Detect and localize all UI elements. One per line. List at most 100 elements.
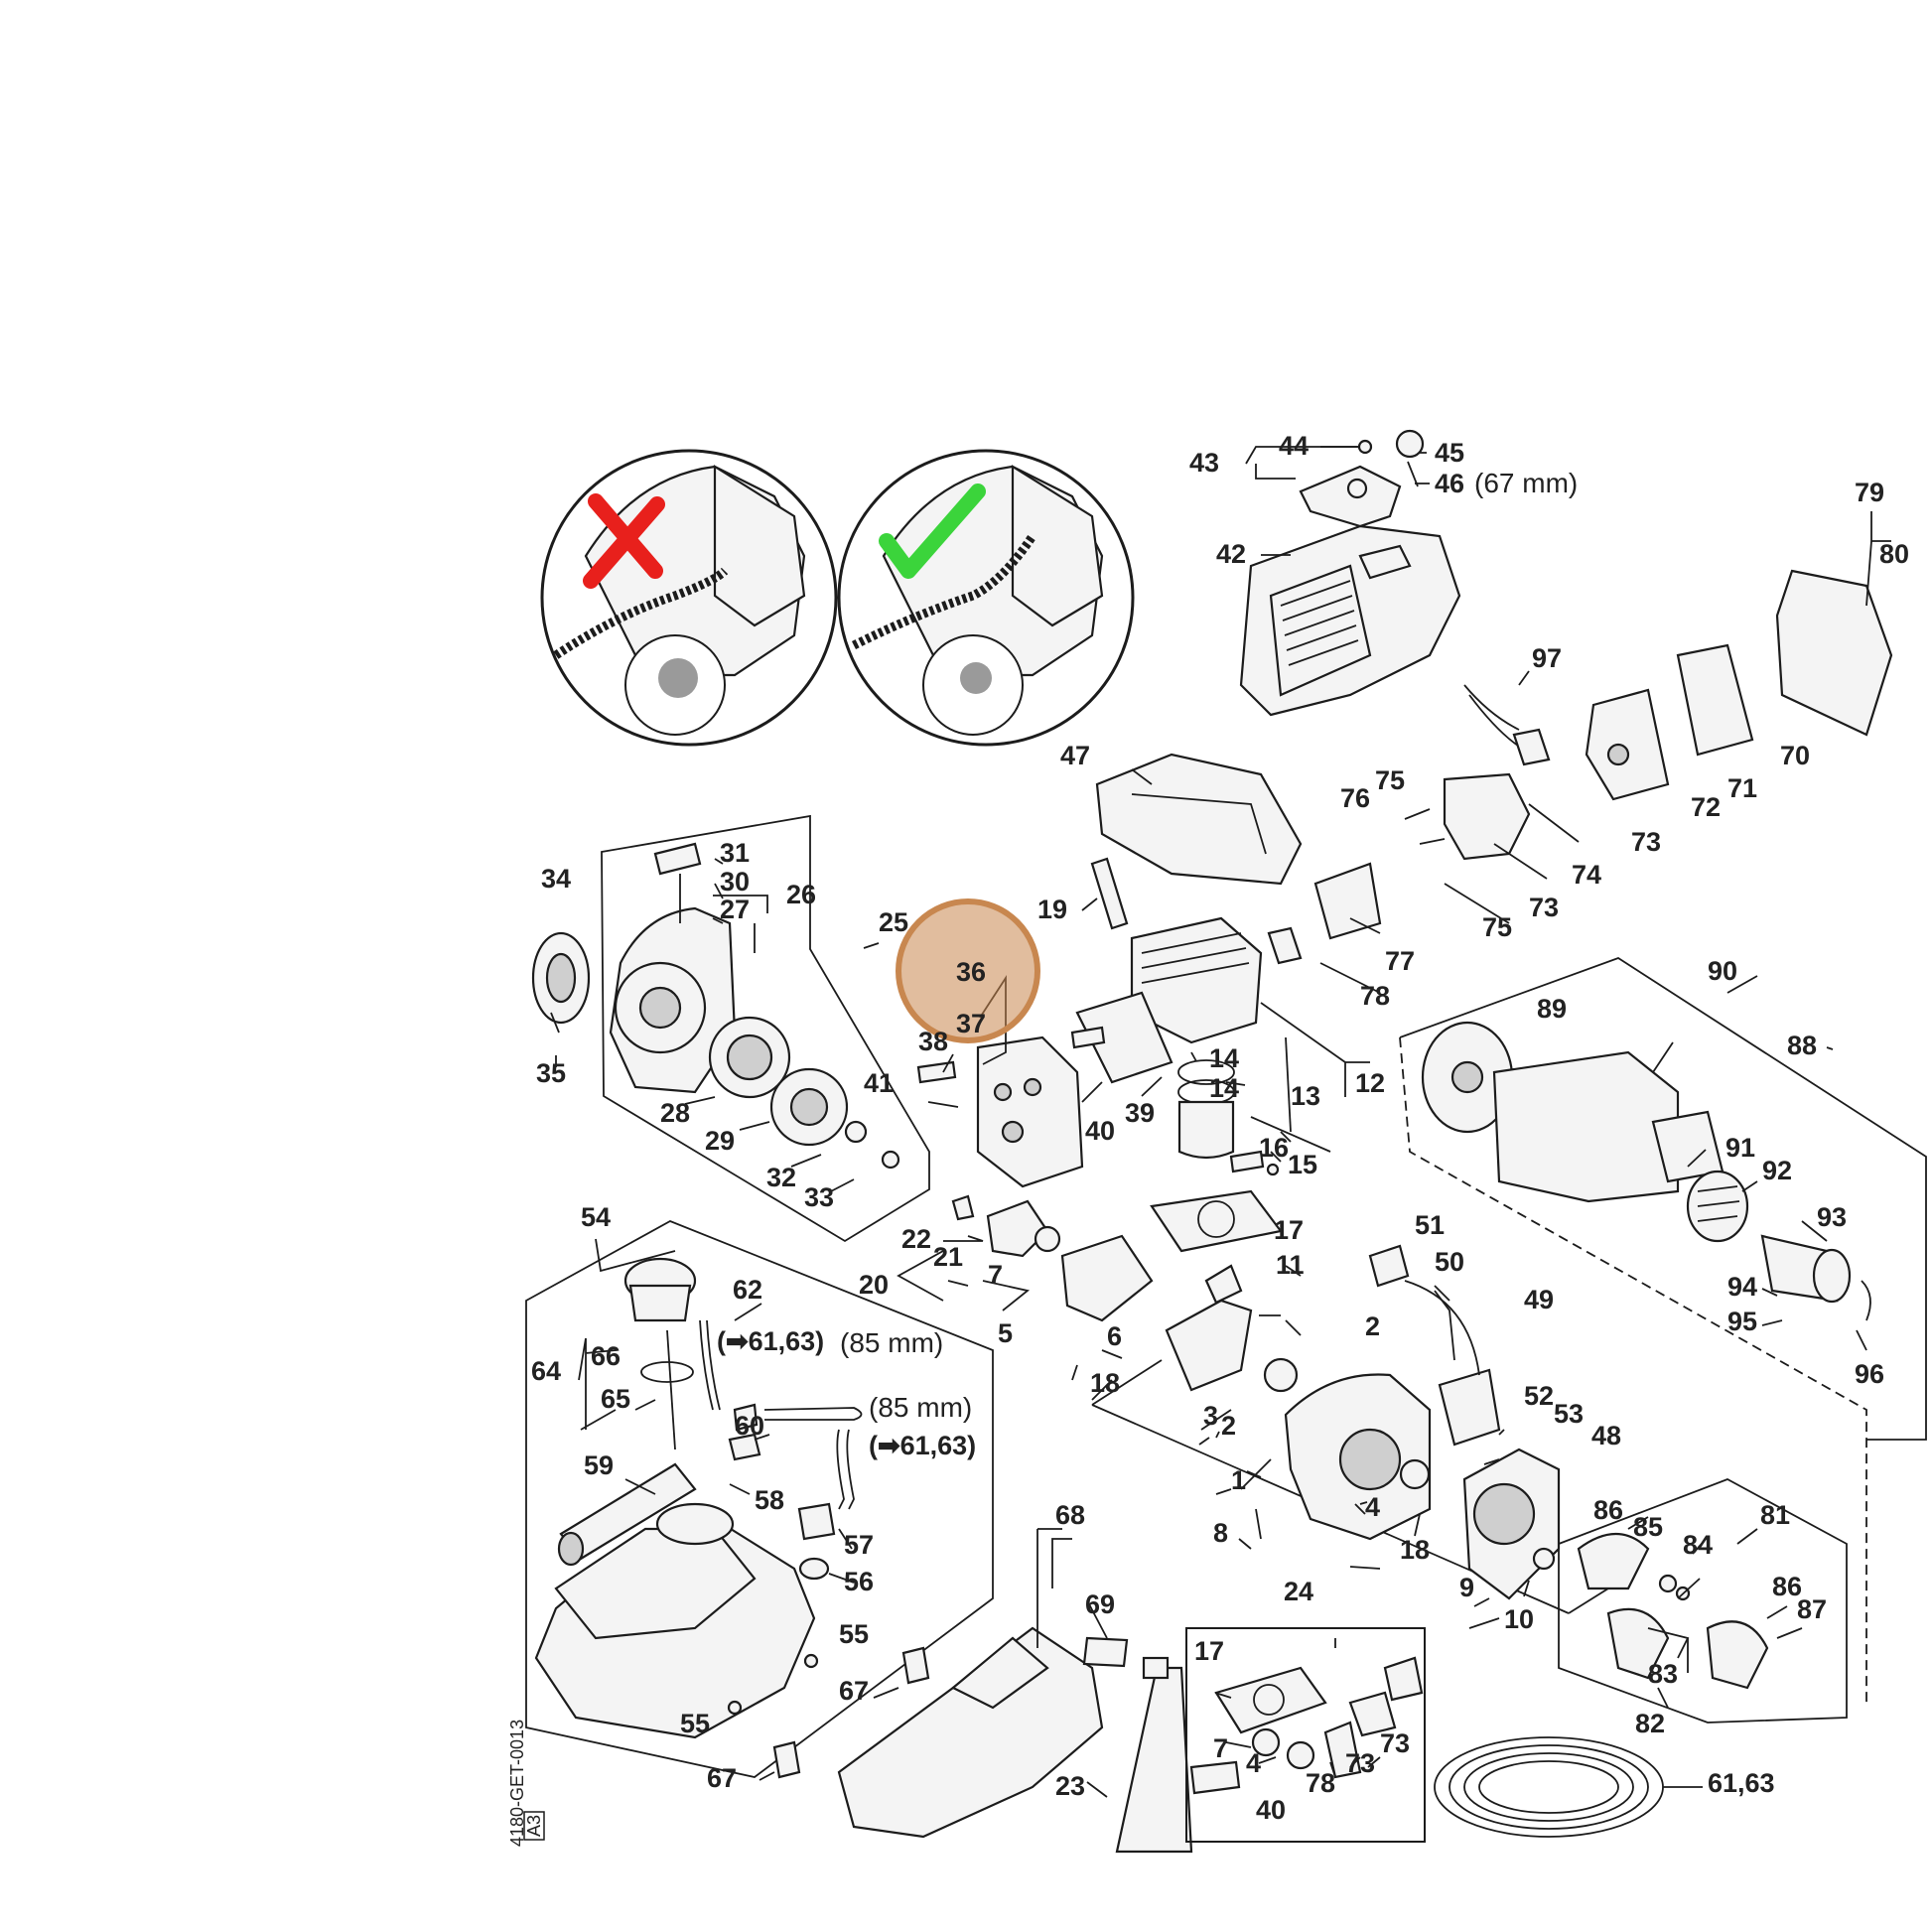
label-85[interactable]: 85 (1633, 1512, 1663, 1542)
label-47[interactable]: 47 (1060, 741, 1090, 770)
label-97[interactable]: 97 (1532, 643, 1562, 673)
label-26[interactable]: 26 (786, 880, 816, 909)
label-86b[interactable]: 86 (1772, 1572, 1802, 1601)
label-76[interactable]: 76 (1340, 783, 1370, 813)
label-77[interactable]: 77 (1385, 946, 1415, 976)
label-9[interactable]: 9 (1459, 1573, 1474, 1602)
label-61-63[interactable]: 61,63 (1708, 1768, 1775, 1798)
label-94[interactable]: 94 (1727, 1272, 1757, 1302)
label-89[interactable]: 89 (1537, 994, 1567, 1024)
label-1[interactable]: 1 (1231, 1465, 1246, 1495)
label-22[interactable]: 22 (901, 1224, 931, 1254)
label-73b[interactable]: 73 (1529, 893, 1559, 922)
label-28[interactable]: 28 (660, 1098, 690, 1128)
label-33[interactable]: 33 (804, 1182, 834, 1212)
label-53[interactable]: 53 (1554, 1399, 1584, 1429)
label-57[interactable]: 57 (844, 1530, 874, 1560)
label-20[interactable]: 20 (859, 1270, 889, 1300)
label-67a[interactable]: 67 (839, 1676, 869, 1706)
highlight-circle[interactable] (896, 898, 1040, 1043)
label-30[interactable]: 30 (720, 867, 750, 897)
label-70[interactable]: 70 (1780, 741, 1810, 770)
label-35[interactable]: 35 (536, 1058, 566, 1088)
label-82[interactable]: 82 (1635, 1709, 1665, 1738)
label-16[interactable]: 16 (1259, 1133, 1289, 1163)
label-95[interactable]: 95 (1727, 1307, 1757, 1336)
label-5[interactable]: 5 (998, 1318, 1013, 1348)
label-93[interactable]: 93 (1817, 1202, 1847, 1232)
label-87[interactable]: 87 (1797, 1594, 1827, 1624)
label-34[interactable]: 34 (541, 864, 571, 894)
label-17b[interactable]: 17 (1194, 1636, 1224, 1666)
label-64[interactable]: 64 (531, 1356, 561, 1386)
label-4b[interactable]: 4 (1246, 1748, 1261, 1778)
label-60[interactable]: 60 (735, 1411, 764, 1441)
label-66[interactable]: 66 (591, 1341, 621, 1371)
label-12[interactable]: 12 (1355, 1068, 1385, 1098)
label-91[interactable]: 91 (1725, 1133, 1755, 1163)
label-17a[interactable]: 17 (1274, 1215, 1304, 1245)
label-39[interactable]: 39 (1125, 1098, 1155, 1128)
label-38[interactable]: 38 (918, 1027, 948, 1056)
label-92[interactable]: 92 (1762, 1156, 1792, 1185)
label-19[interactable]: 19 (1037, 895, 1067, 924)
label-6[interactable]: 6 (1107, 1321, 1122, 1351)
label-67b[interactable]: 67 (707, 1763, 737, 1793)
label-52[interactable]: 52 (1524, 1381, 1554, 1411)
label-13[interactable]: 13 (1291, 1081, 1320, 1111)
label-75b[interactable]: 75 (1482, 912, 1512, 942)
label-42[interactable]: 42 (1216, 539, 1246, 569)
label-11[interactable]: 11 (1276, 1250, 1305, 1280)
label-73d[interactable]: 73 (1380, 1728, 1410, 1758)
label-74[interactable]: 74 (1572, 860, 1601, 890)
label-54[interactable]: 54 (581, 1202, 611, 1232)
label-51[interactable]: 51 (1415, 1210, 1445, 1240)
label-88[interactable]: 88 (1787, 1031, 1817, 1060)
label-21[interactable]: 21 (933, 1242, 963, 1272)
label-2b[interactable]: 2 (1221, 1411, 1236, 1441)
label-81[interactable]: 81 (1760, 1500, 1790, 1530)
label-49[interactable]: 49 (1524, 1285, 1554, 1314)
label-23[interactable]: 23 (1055, 1771, 1085, 1801)
label-59[interactable]: 59 (584, 1450, 614, 1480)
label-72[interactable]: 72 (1691, 792, 1721, 822)
label-40b[interactable]: 40 (1256, 1795, 1286, 1825)
label-55b[interactable]: 55 (680, 1709, 710, 1738)
label-44[interactable]: 44 (1279, 431, 1309, 461)
label-18b[interactable]: 18 (1400, 1535, 1430, 1565)
label-40[interactable]: 40 (1085, 1116, 1115, 1146)
label-37[interactable]: 37 (956, 1009, 986, 1038)
label-86a[interactable]: 86 (1593, 1495, 1623, 1525)
label-43[interactable]: 43 (1189, 448, 1219, 478)
label-58[interactable]: 58 (755, 1485, 784, 1515)
label-36[interactable]: 36 (956, 957, 986, 987)
label-4a[interactable]: 4 (1365, 1492, 1380, 1522)
label-48[interactable]: 48 (1591, 1421, 1621, 1450)
label-7b[interactable]: 7 (1213, 1733, 1228, 1763)
label-8[interactable]: 8 (1213, 1518, 1228, 1548)
label-14b[interactable]: 14 (1209, 1073, 1239, 1103)
label-73c[interactable]: 73 (1345, 1748, 1375, 1778)
label-68[interactable]: 68 (1055, 1500, 1085, 1530)
label-41[interactable]: 41 (864, 1068, 894, 1098)
label-90[interactable]: 90 (1708, 956, 1737, 986)
label-78[interactable]: 78 (1360, 981, 1390, 1011)
label-79[interactable]: 79 (1855, 478, 1884, 507)
label-32[interactable]: 32 (766, 1163, 796, 1192)
label-25[interactable]: 25 (879, 907, 908, 937)
label-10[interactable]: 10 (1504, 1604, 1534, 1634)
label-61-63-ref-b[interactable]: (➡61,63) (869, 1431, 976, 1460)
label-61-63-ref-a[interactable]: (➡61,63) (717, 1326, 824, 1356)
label-56[interactable]: 56 (844, 1567, 874, 1596)
label-24[interactable]: 24 (1284, 1577, 1313, 1606)
label-27[interactable]: 27 (720, 895, 750, 924)
label-78b[interactable]: 78 (1306, 1768, 1335, 1798)
label-14a[interactable]: 14 (1209, 1043, 1239, 1073)
label-80[interactable]: 80 (1879, 539, 1909, 569)
label-55a[interactable]: 55 (839, 1619, 869, 1649)
label-84[interactable]: 84 (1683, 1530, 1713, 1560)
label-29[interactable]: 29 (705, 1126, 735, 1156)
label-15[interactable]: 15 (1288, 1150, 1317, 1179)
label-2a[interactable]: 2 (1365, 1311, 1380, 1341)
label-69[interactable]: 69 (1085, 1589, 1115, 1619)
